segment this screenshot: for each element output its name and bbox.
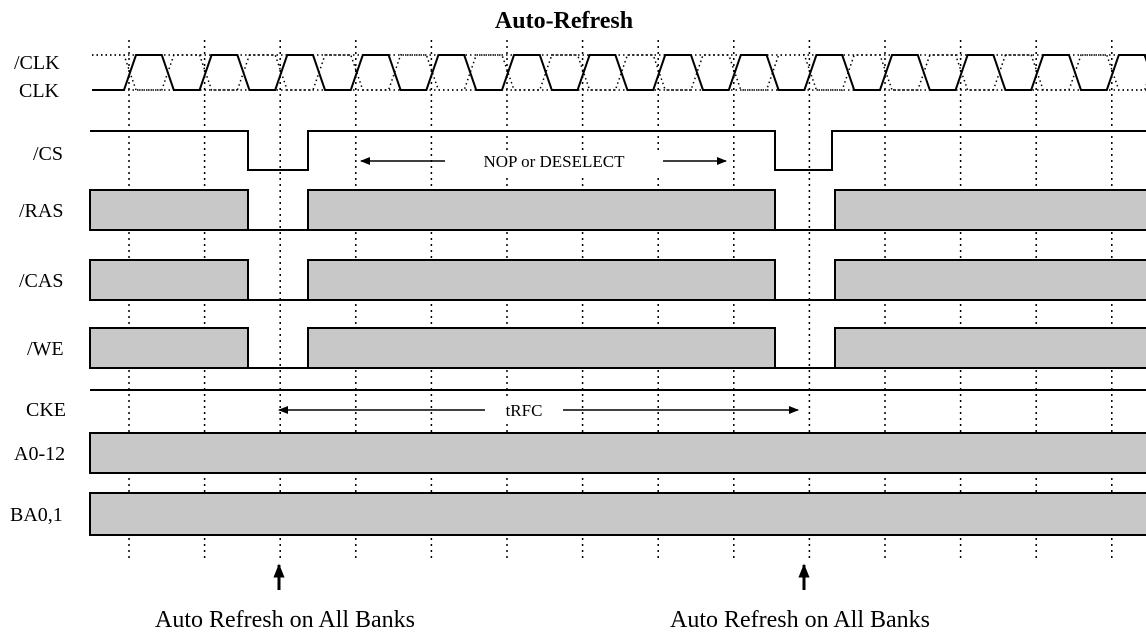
nop-annotation: NOP or DESELECT: [360, 150, 727, 174]
nop-label: NOP or DESELECT: [483, 152, 625, 171]
clk-waveform: [92, 54, 1146, 91]
label-addr: A0-12: [14, 443, 65, 465]
clk-n-waveform: [92, 54, 1146, 91]
we-waveform: [89, 327, 1146, 369]
ras-waveform: [89, 189, 1146, 231]
trfc-annotation: tRFC: [278, 397, 799, 421]
diagram-title: Auto-Refresh: [495, 8, 633, 34]
ba-waveform: [89, 492, 1146, 536]
addr-waveform: [89, 432, 1146, 474]
label-cs: /CS: [33, 143, 63, 165]
label-clk: CLK: [19, 80, 60, 102]
cs-waveform: [90, 130, 1146, 171]
label-clk-n: /CLK: [14, 52, 60, 74]
trfc-label: tRFC: [506, 401, 543, 420]
label-ba: BA0,1: [10, 504, 63, 526]
refresh-label-2: Auto Refresh on All Banks: [670, 607, 930, 633]
cas-waveform: [89, 259, 1146, 301]
refresh-label-1: Auto Refresh on All Banks: [155, 607, 415, 633]
label-ras: /RAS: [19, 200, 63, 222]
label-cke: CKE: [26, 399, 66, 421]
label-we: /WE: [27, 338, 64, 360]
clk-baseline-dotted: [92, 54, 1146, 91]
label-cas: /CAS: [19, 270, 63, 292]
